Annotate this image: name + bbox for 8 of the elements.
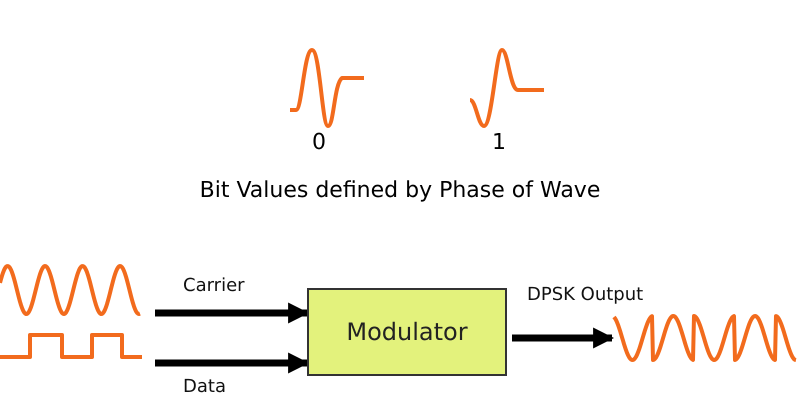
arrow: [155, 302, 310, 324]
arrow: [155, 352, 310, 374]
arrow: [512, 328, 614, 348]
bit-value-label: 1: [492, 130, 506, 155]
bit-value-label: 0: [312, 130, 326, 155]
edge-label: DPSK Output: [527, 284, 644, 305]
caption-text: Bit Values defined by Phase of Wave: [198, 178, 602, 203]
modulator-box: Modulator: [307, 288, 507, 376]
